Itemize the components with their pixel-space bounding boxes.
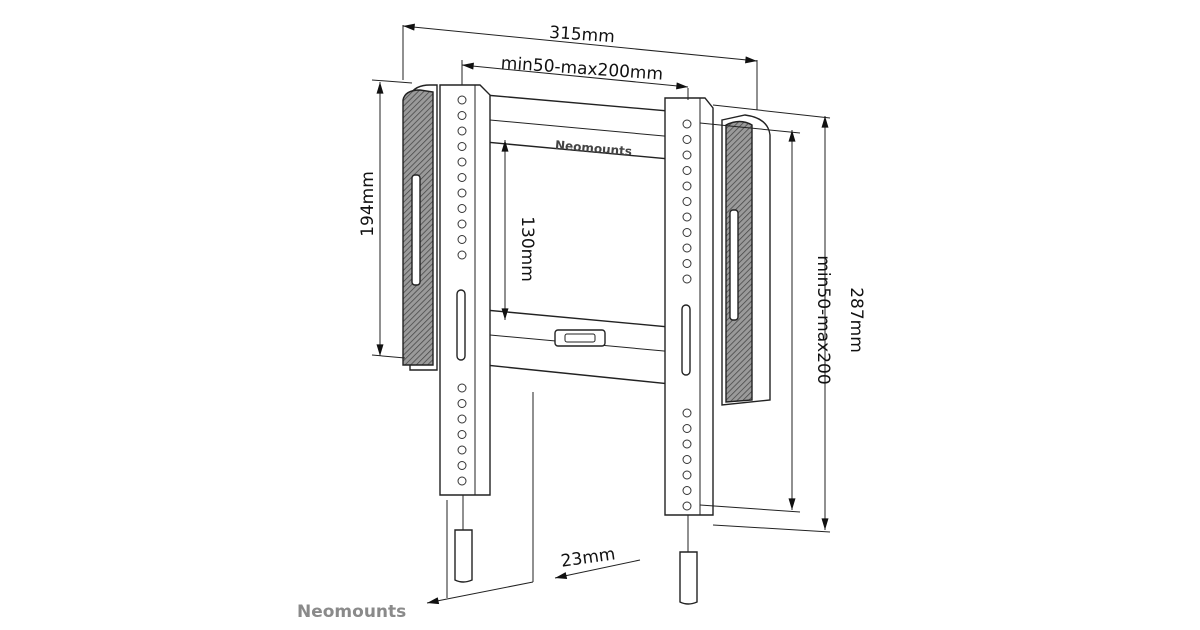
mounting-hole (457, 445, 467, 455)
mounting-hole (682, 424, 692, 433)
wall-distance-label: 23mm (560, 544, 617, 571)
vesa-vertical-label: min50-max200 (813, 255, 833, 384)
mounting-hole (457, 476, 467, 486)
overall-width-label: 315mm (549, 23, 616, 48)
mounting-hole (457, 188, 467, 198)
crossbar-bottom (484, 309, 681, 386)
bracket-logo: Neomounts (555, 138, 633, 159)
mounting-hole (682, 439, 692, 449)
mounting-hole (457, 173, 467, 182)
mounting-hole (682, 150, 692, 160)
mounting-hole (682, 212, 692, 222)
mounting-hole (682, 135, 692, 144)
mounting-hole (682, 486, 692, 495)
mounting-hole (682, 166, 692, 175)
crossbar-spacing-label: 130mm (517, 216, 537, 282)
left-wall-pad (402, 84, 438, 371)
mounting-hole (682, 228, 692, 237)
overall-height-label: 287mm (846, 287, 866, 353)
left-vertical-rail (439, 84, 491, 496)
mounting-hole (457, 157, 467, 167)
mounting-hole (457, 414, 467, 424)
mounting-hole (682, 408, 692, 418)
mounting-hole (457, 430, 467, 439)
pad-height-label: 194mm (358, 171, 378, 237)
mounting-hole (457, 204, 467, 213)
mounting-hole (457, 235, 467, 244)
mounting-hole (457, 399, 467, 408)
mounting-hole (457, 142, 467, 151)
mounting-hole (682, 119, 692, 129)
right-safety-lock (679, 515, 698, 605)
mounting-hole (457, 95, 467, 105)
mounting-hole (682, 470, 692, 480)
mounting-hole (682, 501, 692, 511)
mounting-hole (682, 243, 692, 253)
brand-logo: Neomounts (297, 602, 406, 622)
level-slot (554, 329, 606, 347)
right-wall-pad (721, 114, 771, 406)
left-safety-lock (454, 495, 473, 583)
vesa-horizontal-label: min50-max200mm (500, 53, 663, 84)
mounting-hole (457, 219, 467, 229)
mounting-hole (682, 274, 692, 284)
mounting-hole (682, 181, 692, 191)
mounting-hole (682, 197, 692, 206)
right-vertical-rail (664, 97, 714, 516)
dimension-lines (371, 23, 831, 605)
mounting-hole (682, 259, 692, 268)
mounting-hole (457, 126, 467, 136)
mounting-hole (457, 111, 467, 120)
mounting-hole (457, 250, 467, 260)
mounting-hole (457, 461, 467, 470)
mounting-hole (457, 383, 467, 393)
mounting-hole (682, 455, 692, 464)
